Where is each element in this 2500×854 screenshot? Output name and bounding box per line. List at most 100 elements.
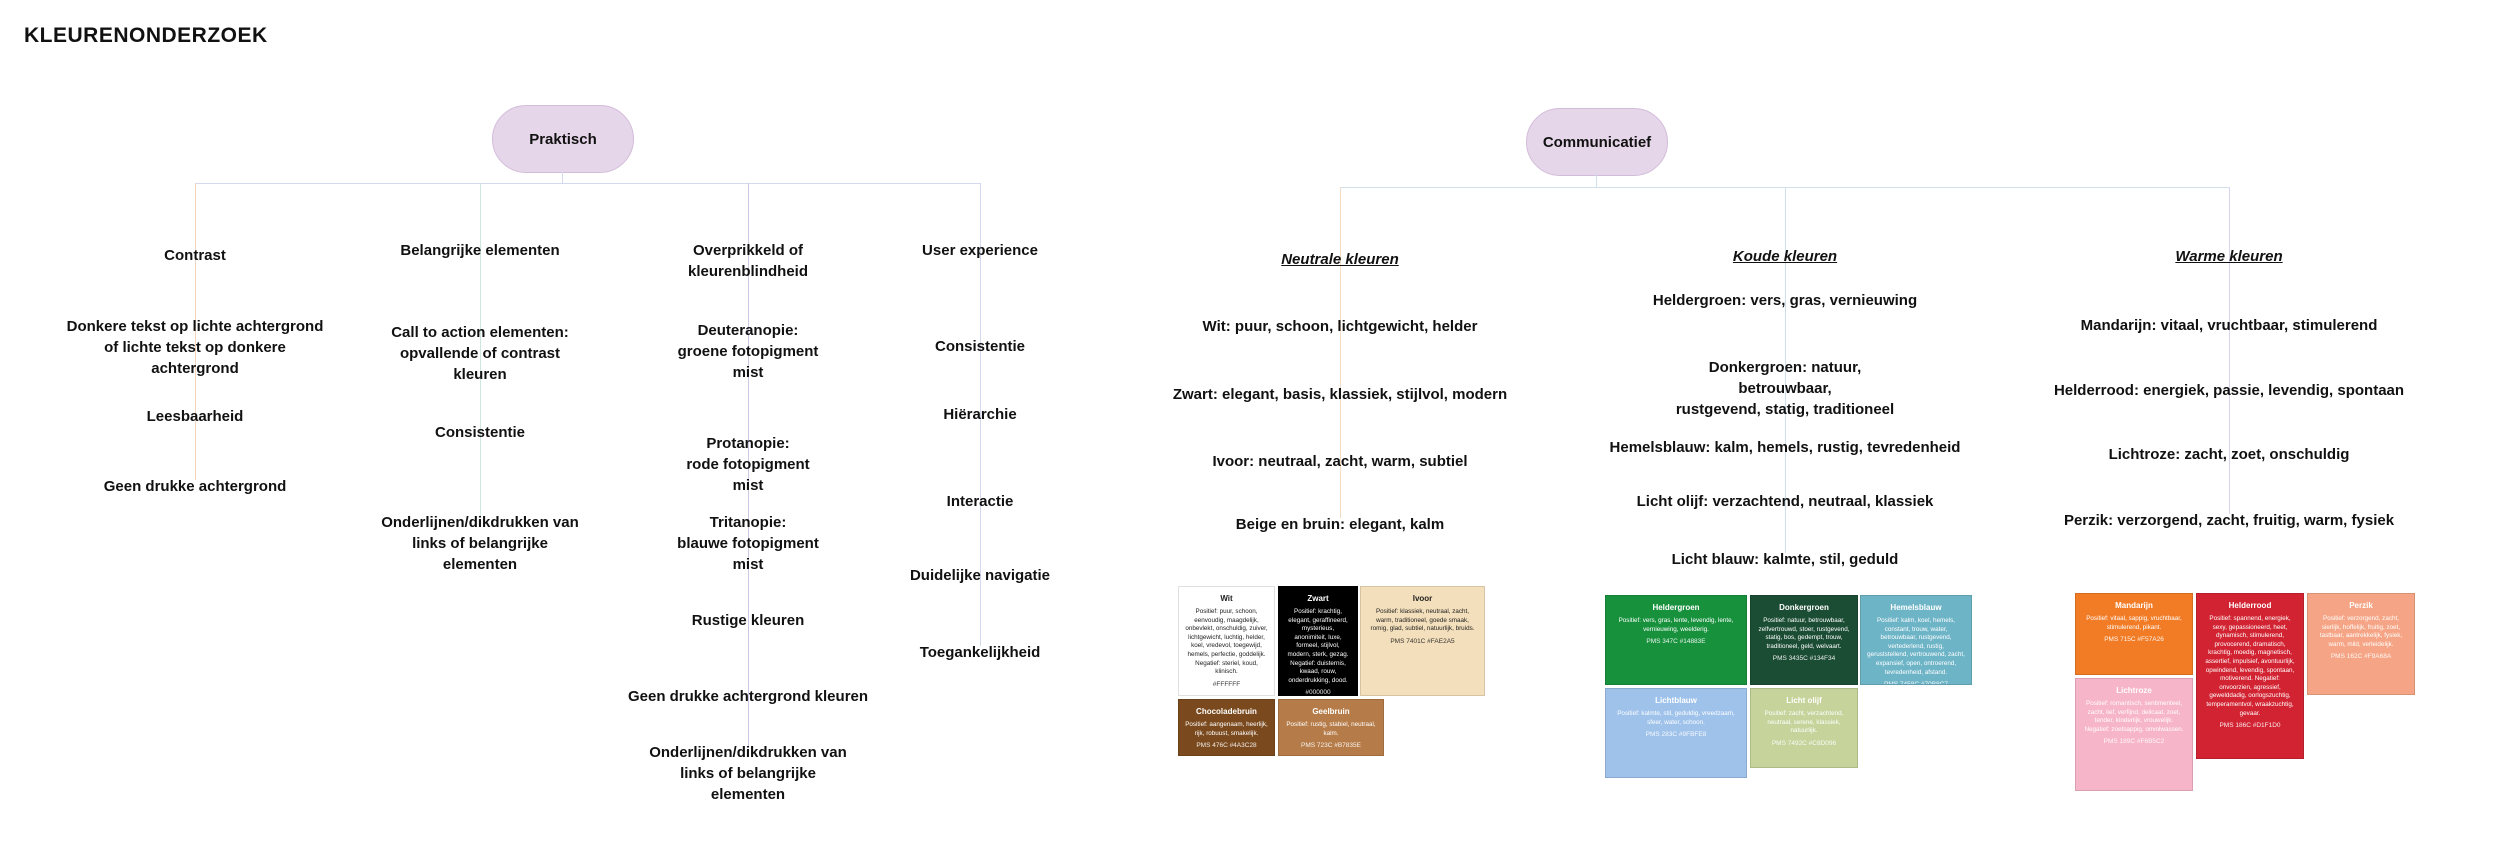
overprikkeld-item: Rustige kleuren — [691, 612, 805, 629]
contrast-heading: Contrast — [164, 247, 226, 264]
warm-heading: Warme kleuren — [2175, 248, 2283, 265]
swatch-code: PMS 3435C #134F34 — [1772, 655, 1836, 663]
neutraal-item: Beige en bruin: elegant, kalm — [1235, 516, 1445, 533]
elementen-item: Call to action elementen:opvallende of c… — [391, 324, 569, 383]
swatch-name: Lichtblauw — [1655, 696, 1697, 705]
ux-item: Toegankelijkheid — [919, 644, 1041, 661]
neutraal-item: Wit: puur, schoon, lichtgewicht, helder — [1202, 318, 1478, 335]
warm-item: Helderrood: energiek, passie, levendig, … — [2053, 382, 2405, 399]
swatch-desc: Positief: aangenaam, heerlijk, rijk, rob… — [1185, 721, 1268, 737]
koud-item: Licht blauw: kalmte, stil, geduld — [1671, 551, 1899, 568]
koud-heading: Koude kleuren — [1732, 248, 1838, 265]
contrast-item: Geen drukke achtergrond — [103, 478, 287, 495]
swatch-code: PMS 347C #14883E — [1646, 638, 1706, 646]
swatch-desc: Positief: natuur, betrouwbaar, zelfvertr… — [1758, 617, 1850, 650]
koud-connector — [1785, 187, 1786, 553]
swatch-code: #FFFFFF — [1212, 680, 1241, 688]
warm-item: Mandarijn: vitaal, vruchtbaar, stimulere… — [2080, 317, 2378, 334]
swatch-code: PMS 476C #4A3C28 — [1196, 742, 1257, 750]
neutraal-heading: Neutrale kleuren — [1281, 251, 1399, 268]
swatch-code: PMS 7401C #FAE2A5 — [1390, 637, 1455, 645]
swatch-desc: Positief: kalmte, stil, geduldig, vreedz… — [1617, 710, 1735, 726]
swatch-code: PMS 189C #F6B5C2 — [2103, 738, 2165, 746]
contrast-item: Leesbaarheid — [146, 408, 244, 425]
swatch-code: #000000 — [1305, 689, 1331, 696]
ux-connector — [980, 183, 981, 646]
ux-item: Duidelijke navigatie — [909, 567, 1051, 584]
koud-item: Hemelsblauw: kalm, hemels, rustig, tevre… — [1609, 439, 1961, 456]
swatch-name: Chocoladebruin — [1196, 707, 1257, 716]
swatch-code: PMS 162C #F9A68A — [2330, 653, 2392, 661]
swatch-name: Donkergroen — [1779, 603, 1829, 612]
neutraal-item: Zwart: elegant, basis, klassiek, stijlvo… — [1172, 386, 1508, 403]
ux-heading: User experience — [922, 242, 1038, 259]
praktisch-node[interactable]: Praktisch — [492, 105, 634, 173]
ux-item: Consistentie — [934, 338, 1026, 355]
swatch-name: Wit — [1220, 594, 1233, 603]
warm-item: Perzik: verzorgend, zacht, fruitig, warm… — [2063, 512, 2395, 529]
swatch-desc: Positief: verzorgend, zacht, sierlijk, h… — [2319, 615, 2403, 648]
contrast-connector — [195, 183, 196, 480]
swatch-code: PMS 283C #9FBFE8 — [1645, 731, 1707, 739]
ux-item: Hiërarchie — [943, 406, 1017, 423]
ux-item: Interactie — [946, 493, 1014, 510]
swatch-desc: Positief: rustig, stabiel, neutraal, kal… — [1286, 721, 1376, 737]
swatch-desc: Positief: kalm, koel, hemels, constant, … — [1867, 617, 1965, 676]
overprikkeld-connector — [748, 183, 749, 746]
swatch-code: PMS 715C #F57A26 — [2104, 636, 2164, 644]
neutraal-connector — [1340, 187, 1341, 518]
swatch-desc: Positief: puur, schoon, eenvoudig, maagd… — [1185, 608, 1268, 676]
communicatief-node[interactable]: Communicatief — [1526, 108, 1668, 176]
swatch-name: Mandarijn — [2115, 601, 2153, 610]
swatch-name: Helderrood — [2228, 601, 2272, 610]
swatch-name: Geelbruin — [1312, 707, 1350, 716]
swatch-name: Licht olijf — [1786, 696, 1822, 705]
swatch-code: PMS 7492C #C8D096 — [1771, 739, 1837, 747]
praktisch-bar — [195, 183, 980, 184]
swatch-desc: Positief: klassiek, neutraal, zacht, war… — [1370, 608, 1475, 633]
overprikkeld-item: Geen drukke achtergrond kleuren — [627, 688, 869, 705]
swatch-name: Hemelsblauw — [1890, 603, 1942, 612]
swatch-name: Heldergroen — [1652, 603, 1700, 612]
swatch-desc: Positief: krachtig, elegant, geraffineer… — [1287, 608, 1349, 684]
swatch-code: PMS 186C #D1F1D0 — [2219, 722, 2281, 730]
warm-connector — [2229, 187, 2230, 514]
swatch-name: Perzik — [2349, 601, 2373, 610]
neutraal-item: Ivoor: neutraal, zacht, warm, subtiel — [1212, 453, 1468, 470]
koud-item: Donkergroen: natuur,betrouwbaar,rustgeve… — [1675, 359, 1895, 418]
swatch-desc: Positief: spannend, energiek, sexy, gepa… — [2205, 615, 2295, 717]
swatch-name: Ivoor — [1412, 594, 1433, 603]
swatch-desc: Positief: vers, gras, lente, levendig, l… — [1618, 617, 1734, 633]
communicatief-stem — [1596, 174, 1597, 187]
page-title: KLEURENONDERZOEK — [24, 24, 268, 47]
swatch-desc: Positief: romantisch, sentimenteel, zach… — [2084, 700, 2184, 733]
praktisch-node-label: Praktisch — [529, 130, 597, 148]
swatch-code: PMS 723C #B7835E — [1301, 742, 1361, 750]
swatch-name: Lichtroze — [2116, 686, 2152, 695]
koud-item: Heldergroen: vers, gras, vernieuwing — [1652, 292, 1918, 309]
elementen-item: Consistentie — [434, 424, 526, 441]
communicatief-node-label: Communicatief — [1542, 133, 1652, 151]
swatch-desc: Positief: vitaal, sappig, vruchtbaar, st… — [2086, 615, 2182, 631]
swatch-desc: Positief: zacht, verzachtend, neutraal, … — [1764, 710, 1844, 735]
koud-item: Licht olijf: verzachtend, neutraal, klas… — [1636, 493, 1934, 510]
elementen-connector — [480, 183, 481, 516]
